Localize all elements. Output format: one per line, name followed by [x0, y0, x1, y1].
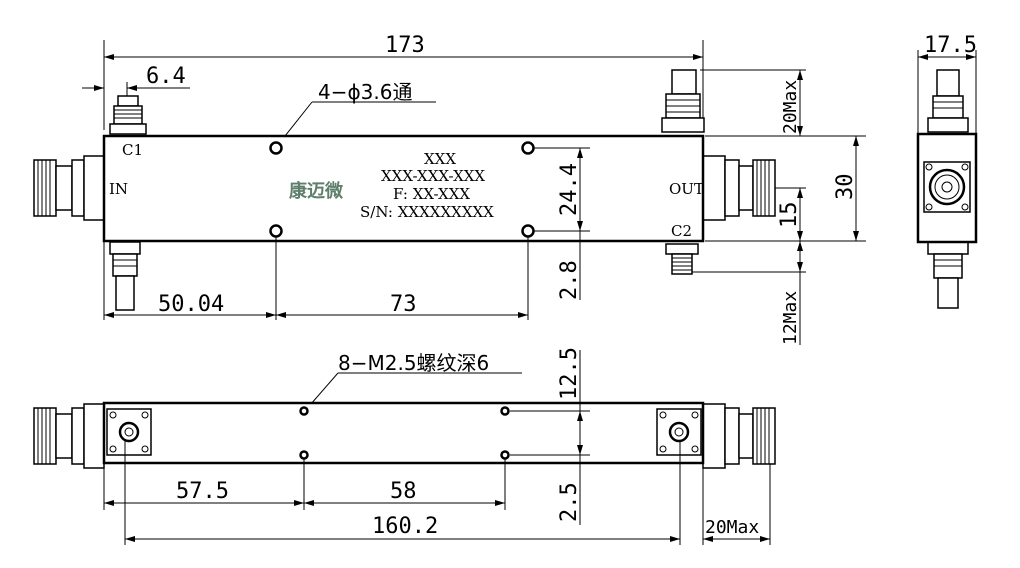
dim-57-5: 57.5	[176, 479, 229, 504]
label-line-3: F: XX-XXX	[393, 185, 470, 203]
mount-hole	[521, 224, 535, 238]
mount-hole	[521, 141, 535, 155]
port-c2-label: C2	[671, 222, 692, 240]
threaded-hole	[299, 406, 309, 416]
threaded-hole	[500, 406, 510, 416]
coupler-body-top	[102, 134, 705, 243]
dim-50-04: 50.04	[158, 292, 224, 317]
dim-160-2: 160.2	[372, 514, 438, 539]
port-out-label: OUT	[669, 180, 704, 198]
label-line-4: S/N: XXXXXXXXX	[360, 203, 494, 221]
bottom-view: 8−M2.5螺纹深6	[33, 347, 776, 545]
dim-17-5: 17.5	[924, 33, 977, 58]
mount-hole	[269, 141, 283, 155]
brand-logo: 康迈微	[289, 180, 343, 202]
dim-2-5: 2.5	[557, 482, 582, 522]
mount-hole	[269, 224, 283, 238]
label-line-1: XXX	[424, 150, 456, 168]
dim-20max-top: 20Max	[780, 80, 801, 134]
port-c1-label: C1	[122, 141, 143, 159]
dim-12-5: 12.5	[557, 347, 582, 400]
threaded-hole	[299, 450, 309, 460]
top-view: 173 6.4 4−ϕ3.6通	[33, 33, 866, 345]
label-line-2: XXX-XXX-XXX	[381, 167, 485, 185]
dim-15: 15	[777, 202, 802, 229]
dim-30: 30	[833, 174, 858, 201]
side-view: 17.5	[916, 33, 978, 309]
dim-73: 73	[390, 292, 417, 317]
dim-6-4: 6.4	[146, 64, 186, 89]
dim-173: 173	[385, 33, 425, 58]
coupler-body-bottom	[102, 401, 705, 465]
dim-58: 58	[390, 479, 417, 504]
port-in-label: IN	[109, 180, 128, 198]
dim-2-8: 2.8	[557, 260, 582, 300]
hole-note: 4−ϕ3.6通	[318, 80, 412, 104]
threaded-hole	[500, 450, 510, 460]
dim-24-4: 24.4	[557, 163, 582, 216]
thread-note: 8−M2.5螺纹深6	[338, 351, 489, 375]
dim-20max-bottom: 20Max	[705, 517, 759, 538]
dim-12max: 12Max	[780, 291, 801, 345]
